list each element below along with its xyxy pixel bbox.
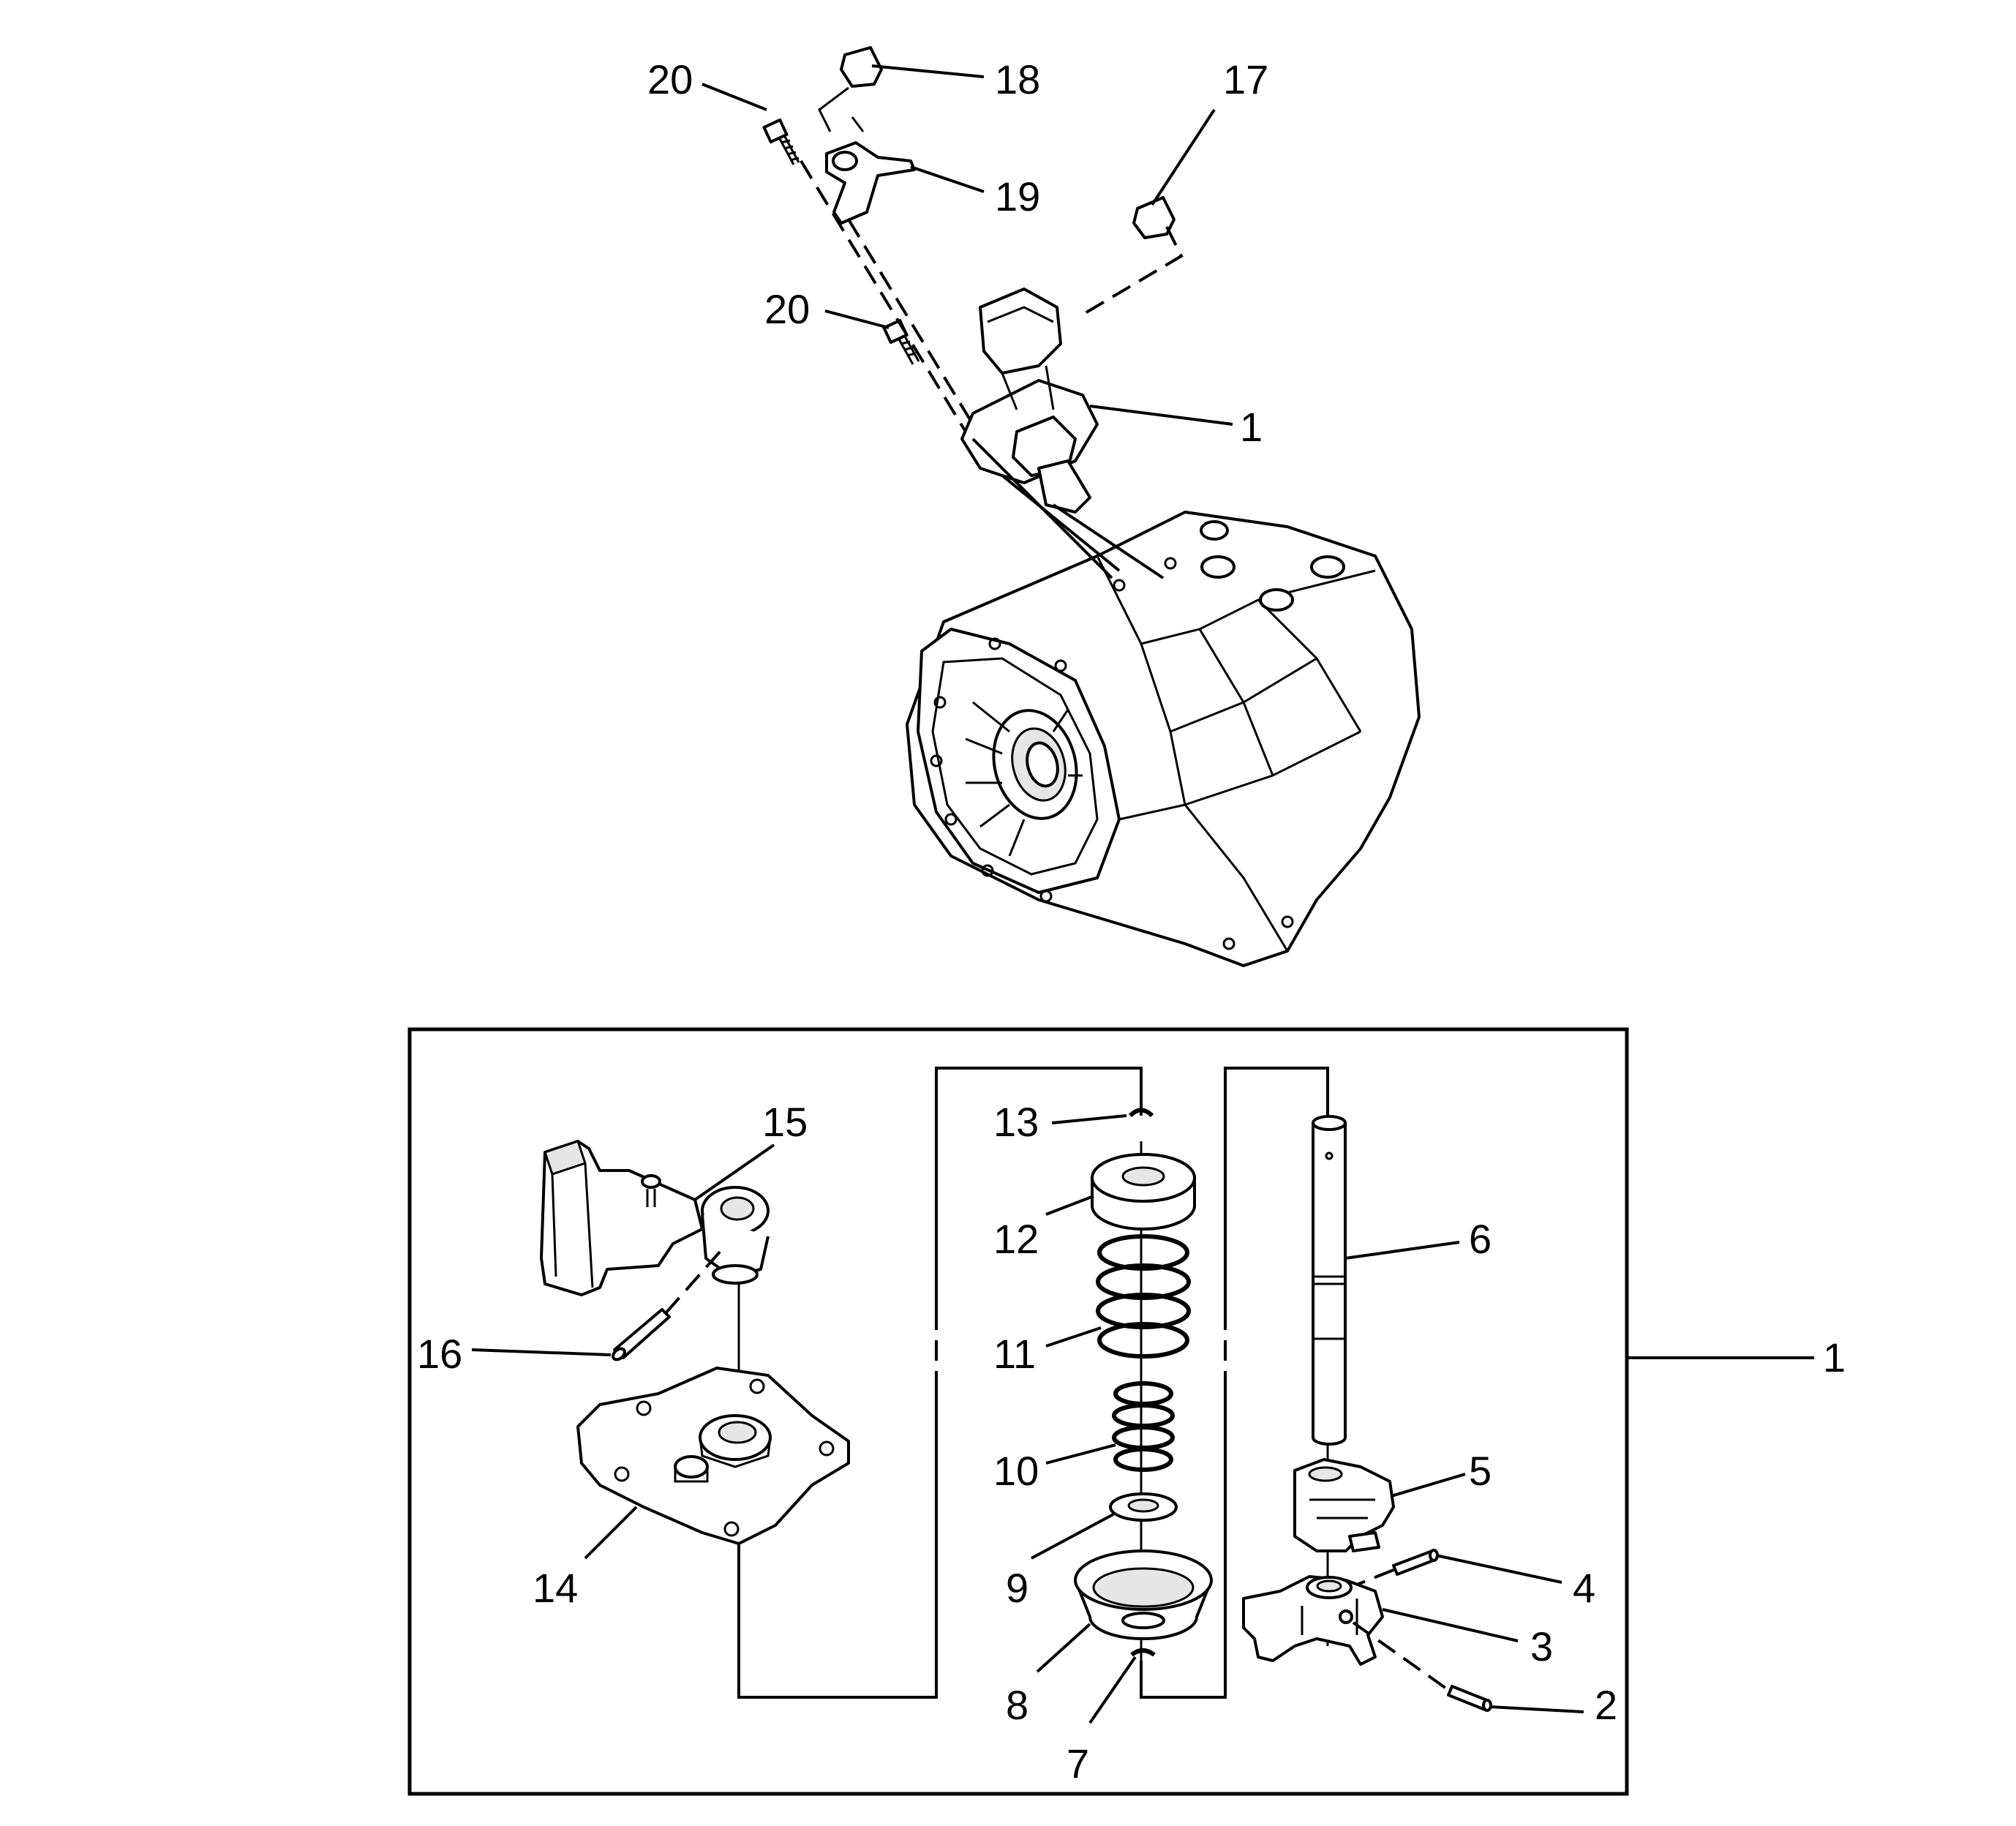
- pin-part-4: [1353, 1549, 1439, 1588]
- roll-pin-part-16: [612, 1250, 722, 1361]
- callout-10: 10: [993, 1448, 1039, 1494]
- clip-part-7: [1130, 1648, 1156, 1657]
- callout-3: 3: [1530, 1623, 1553, 1669]
- callout-1-top: 1: [1240, 404, 1263, 450]
- spring-cup-part-8: [1074, 1549, 1213, 1640]
- top-leader-lines: [702, 64, 1233, 426]
- connector-part-17: [1081, 196, 1184, 316]
- callout-11: 11: [993, 1331, 1036, 1377]
- shift-block-part-5: [1293, 1458, 1395, 1552]
- shifter-assembly: [960, 288, 1099, 514]
- callout-14: 14: [533, 1565, 578, 1611]
- outer-spring-part-11: [1096, 1234, 1191, 1359]
- callout-2: 2: [1595, 1682, 1617, 1728]
- callout-1-box: 1: [1823, 1334, 1846, 1380]
- transmission-case: [906, 511, 1421, 967]
- washer-part-9: [1109, 1492, 1178, 1522]
- spring-seat-part-12: [1091, 1153, 1196, 1231]
- pin-part-2: [1352, 1621, 1492, 1712]
- assembly-path-lines: [737, 1067, 1329, 1699]
- callout-7: 7: [1067, 1740, 1089, 1786]
- callout-20-top: 20: [647, 56, 693, 102]
- callout-13: 13: [993, 1099, 1039, 1145]
- clip-part-13: [1128, 1108, 1154, 1118]
- callout-5: 5: [1469, 1448, 1492, 1494]
- callout-15: 15: [762, 1099, 808, 1145]
- callout-16: 16: [417, 1331, 462, 1377]
- cover-plate-part-14: [576, 1367, 850, 1545]
- callout-4: 4: [1573, 1565, 1595, 1611]
- callout-18: 18: [995, 56, 1040, 102]
- bolt-part-20-top: [762, 118, 800, 165]
- callout-9: 9: [1006, 1565, 1028, 1611]
- callout-17: 17: [1223, 56, 1268, 102]
- bottom-leader-lines: [471, 1114, 1584, 1724]
- lever-base-part-3: [1242, 1575, 1384, 1666]
- shift-shaft-part-6: [1312, 1115, 1347, 1446]
- callout-6: 6: [1469, 1216, 1492, 1262]
- callout-12: 12: [993, 1216, 1039, 1262]
- callout-19: 19: [995, 173, 1040, 219]
- callout-20-mid: 20: [764, 286, 810, 332]
- bracket-part-19: [818, 86, 916, 225]
- inner-spring-part-10: [1112, 1381, 1175, 1472]
- shift-lever-part-15: [540, 1140, 770, 1296]
- callout-8: 8: [1006, 1682, 1028, 1728]
- connector-part-18: [840, 46, 883, 88]
- detail-box: [407, 1027, 1629, 1796]
